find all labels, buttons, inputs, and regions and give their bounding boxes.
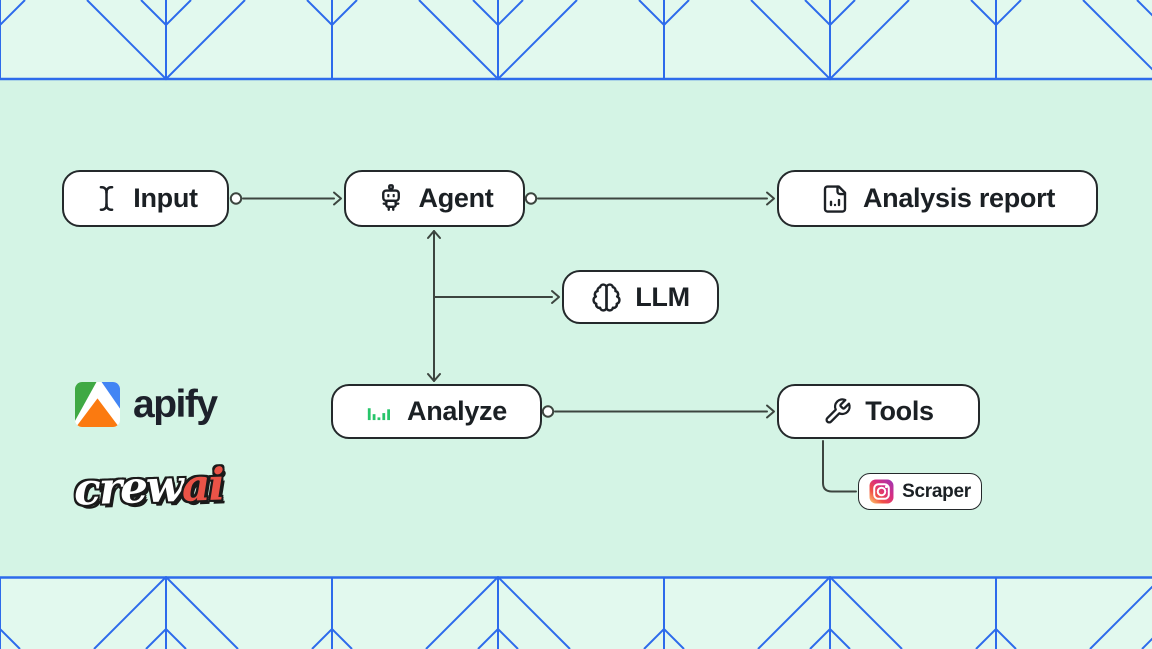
edge-source-dot [229, 192, 243, 205]
node-analyze-label: Analyze [407, 396, 507, 426]
crewai-logo: crewai [73, 459, 224, 515]
node-input: Input [62, 170, 229, 227]
instagram-icon [869, 479, 894, 504]
robot-icon [381, 183, 400, 211]
node-agent-label: Agent [418, 183, 494, 213]
node-input-label: Input [133, 183, 198, 213]
wrench-icon [825, 398, 851, 424]
apify-logo: apify [75, 382, 218, 427]
edge-source-dot [541, 405, 555, 418]
crewai-logo-crew: crew [73, 460, 183, 516]
bar-chart-icon [367, 407, 391, 420]
node-llm: LLM [562, 270, 719, 324]
crewai-logo-ai: ai [180, 459, 224, 512]
node-llm-label: LLM [635, 281, 690, 312]
node-scraper-label: Scraper [902, 480, 971, 502]
brain-icon [592, 282, 621, 312]
top-border-pattern [0, 0, 1152, 81]
apify-logo-icon [75, 382, 120, 427]
node-analyze: Analyze [331, 384, 542, 439]
node-analysis-report: Analysis report [777, 170, 1098, 227]
text-cursor-icon [99, 186, 114, 211]
node-scraper: Scraper [858, 473, 982, 510]
file-chart-icon [823, 184, 847, 213]
apify-logo-wordmark: apify [133, 382, 218, 426]
bottom-border-pattern [0, 576, 1152, 649]
node-tools-label: Tools [865, 396, 934, 426]
node-agent: Agent [344, 170, 525, 227]
edge-source-dot [524, 192, 538, 205]
node-tools: Tools [777, 384, 980, 439]
node-analysis-report-label: Analysis report [862, 183, 1056, 213]
